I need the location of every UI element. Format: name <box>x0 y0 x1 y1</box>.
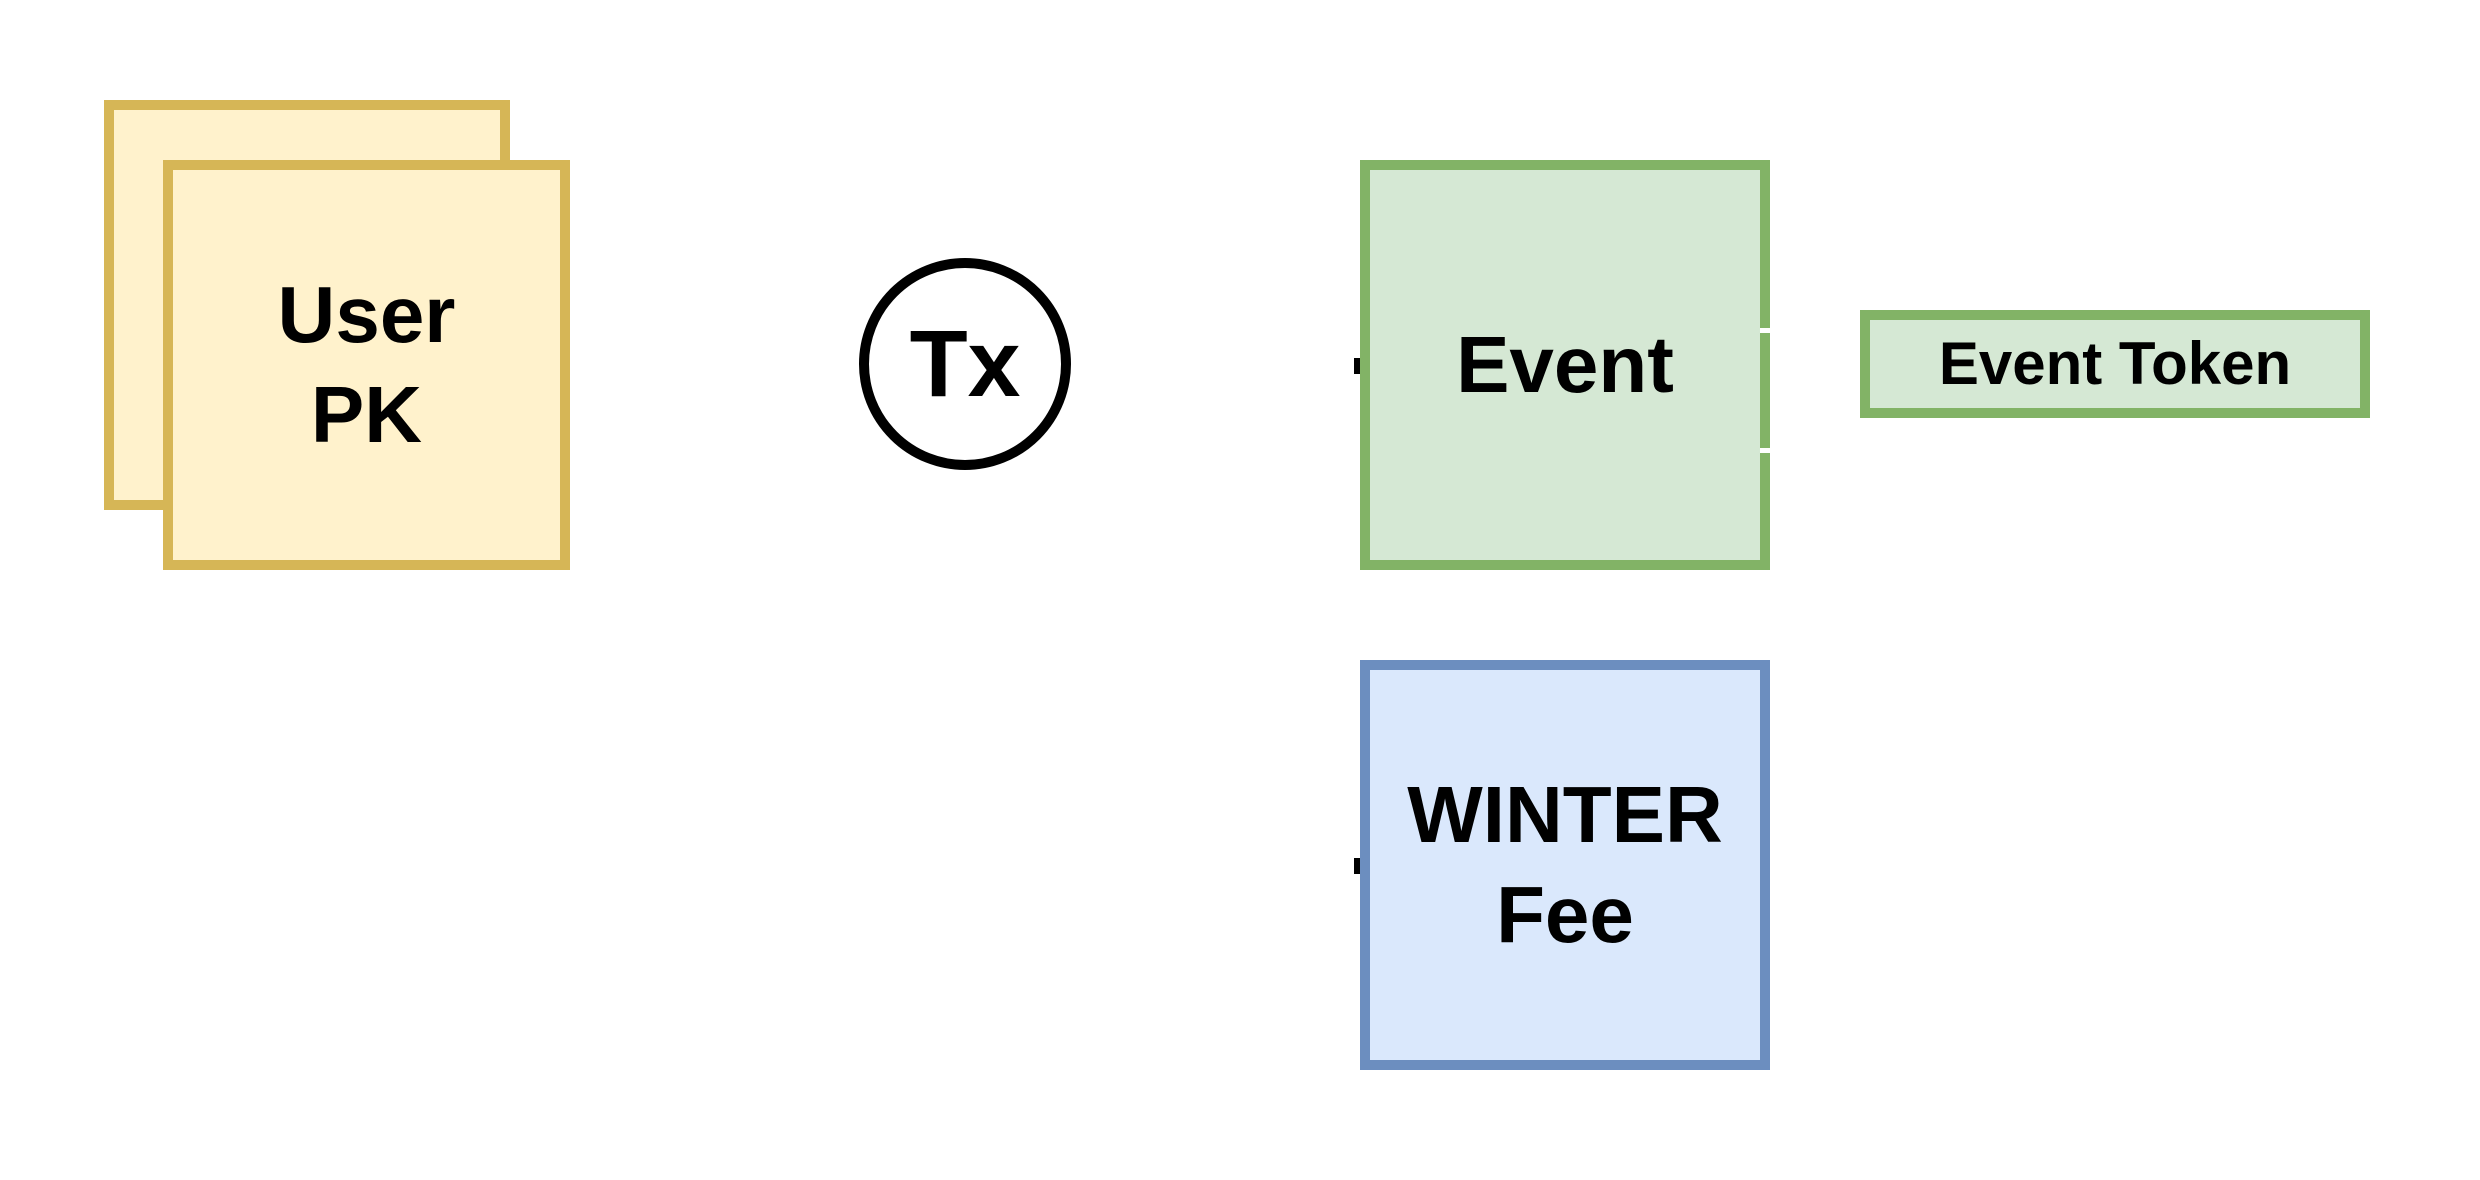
tx-label: Tx <box>909 310 1021 417</box>
event-node: Event <box>1360 160 1770 570</box>
event-token-node: Event Token <box>1860 310 2370 418</box>
winter-fee-label: WINTER Fee <box>1407 770 1723 959</box>
tx-node: Tx <box>859 258 1071 470</box>
event-left-connector-stub <box>1354 358 1360 374</box>
event-right-border-gap-artifact <box>1760 448 1770 453</box>
user-pk-node: User PK <box>163 160 570 570</box>
winter-fee-left-connector-stub <box>1354 858 1360 874</box>
event-right-border-gap-artifact <box>1760 328 1770 333</box>
event-token-label: Event Token <box>1938 330 2292 397</box>
winter-fee-node: WINTER Fee <box>1360 660 1770 1070</box>
user-pk-label: User PK <box>277 270 456 459</box>
event-label: Event <box>1456 320 1674 409</box>
